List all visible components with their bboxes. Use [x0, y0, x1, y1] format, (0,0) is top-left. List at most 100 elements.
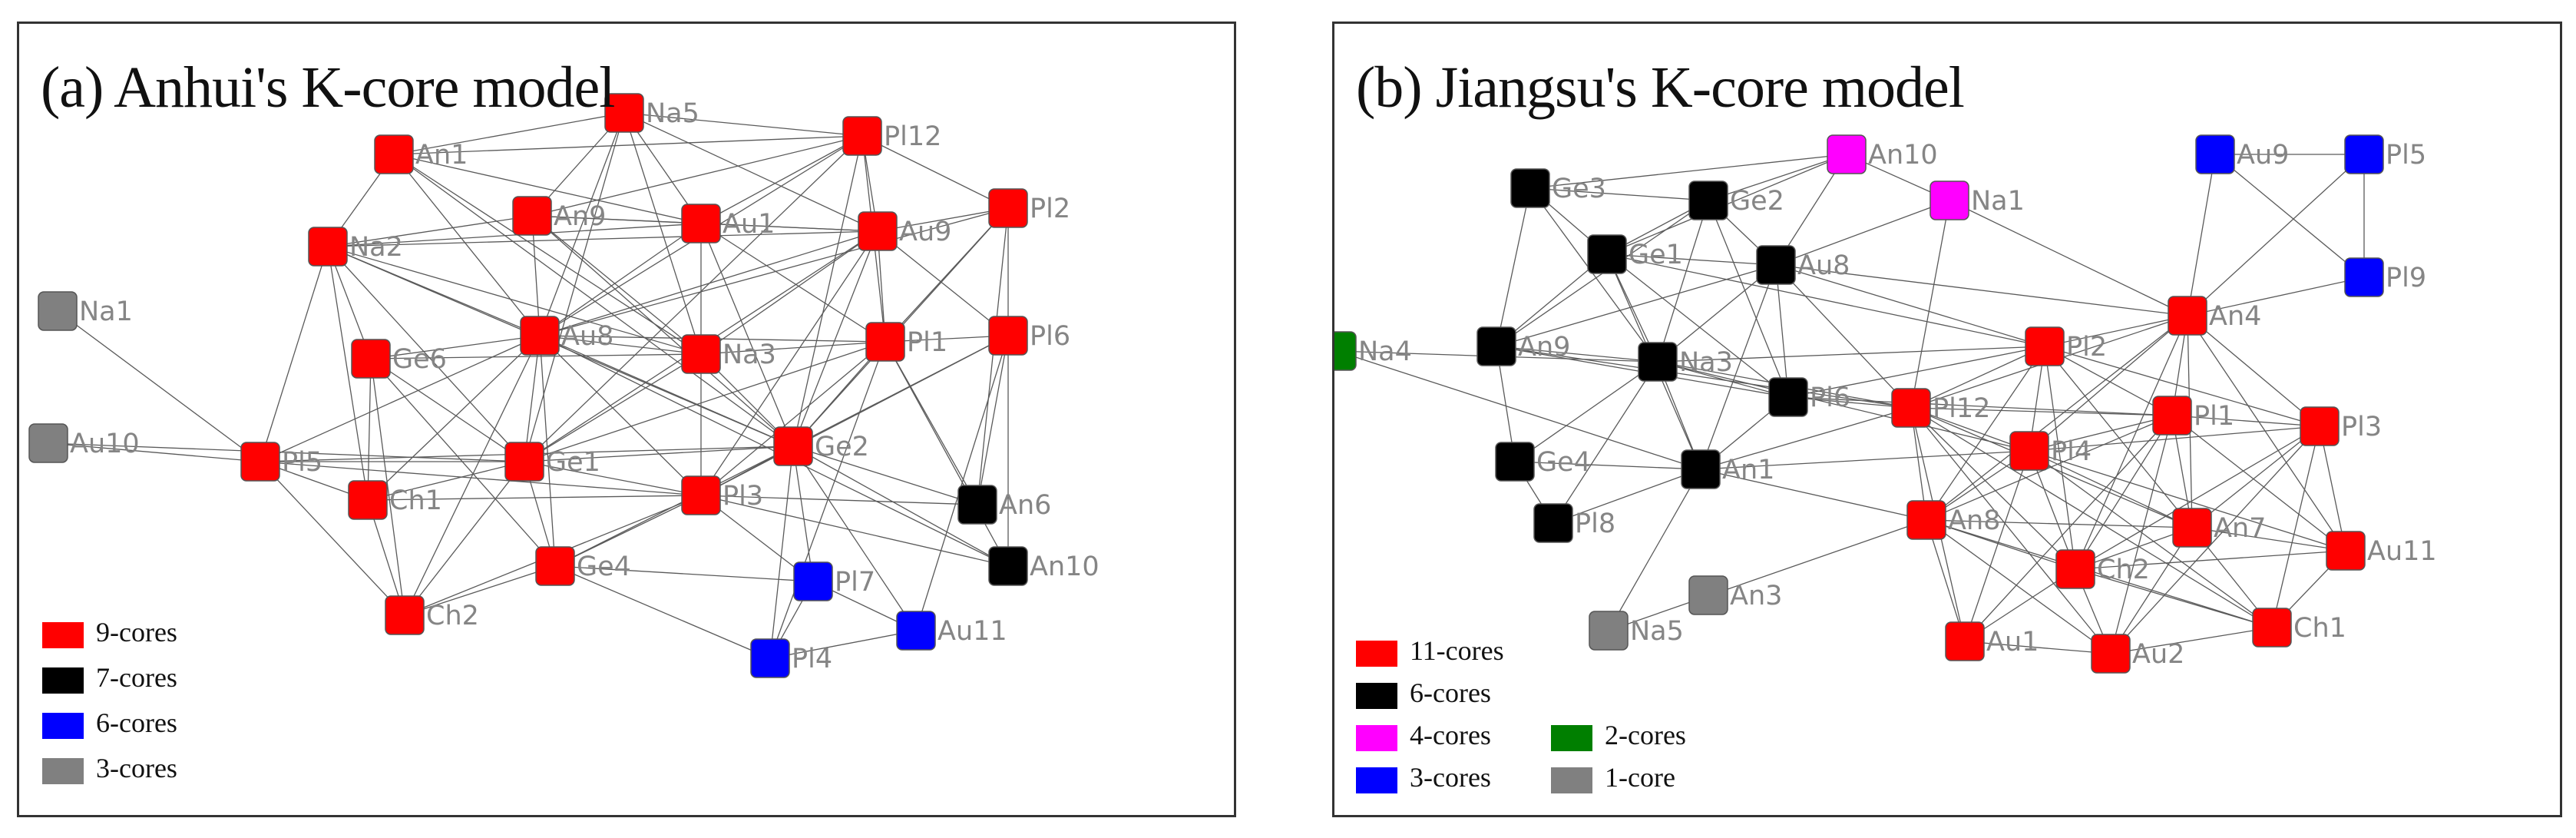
network-edge	[2075, 568, 2273, 628]
node-label: Au11	[2367, 536, 2437, 567]
node-label: Ge6	[392, 344, 447, 375]
legend-swatch	[1356, 640, 1397, 667]
node-square	[38, 291, 78, 331]
network-edge	[2271, 426, 2320, 628]
node-square	[681, 475, 721, 515]
network-edge	[531, 215, 702, 355]
network-edge	[1529, 187, 1658, 363]
network-edge	[792, 135, 863, 447]
node-square	[1587, 234, 1627, 274]
network-edge	[1708, 200, 1789, 398]
legend-label: 6-cores	[96, 707, 177, 738]
network-edge	[1606, 253, 2045, 347]
node-label: An1	[1722, 455, 1774, 485]
network-edge	[539, 335, 702, 355]
network-edge	[1553, 361, 1658, 524]
network-node: An3	[1688, 575, 1782, 615]
node-label: Pl6	[1030, 321, 1070, 352]
network-edge	[2319, 426, 2346, 551]
network-node: An6	[957, 485, 1051, 525]
network-edge	[393, 154, 794, 447]
network-edge	[2044, 346, 2320, 427]
network-edge	[1700, 450, 2030, 470]
network-edge	[2075, 550, 2346, 570]
network-node: Pl9	[2344, 257, 2426, 297]
network-edge	[524, 335, 541, 462]
node-square	[1756, 245, 1796, 285]
network-edge	[700, 341, 886, 496]
node-square	[750, 638, 790, 678]
network-edge	[370, 358, 525, 462]
node-label: Ch1	[2293, 613, 2346, 644]
node-label: Pl12	[884, 121, 941, 152]
network-edge	[700, 230, 878, 496]
legend-item: 6-cores	[42, 707, 177, 739]
network-edge	[260, 335, 541, 462]
network-edge	[1700, 407, 1912, 470]
network-node: Na2	[308, 227, 403, 267]
node-square	[957, 485, 997, 525]
node-square	[1476, 326, 1516, 366]
node-square	[1688, 181, 1728, 220]
network-node: Au1	[1945, 621, 2039, 661]
network-edge	[393, 154, 702, 224]
edges	[48, 112, 1009, 659]
node-label: An10	[1868, 140, 1938, 171]
network-edge	[700, 341, 886, 355]
network-node: Ge4	[1495, 442, 1591, 482]
node-label: An8	[1948, 505, 2000, 536]
network-edge	[370, 358, 556, 567]
network-edge	[1700, 469, 1927, 521]
network-edge	[877, 230, 1009, 336]
network-edge	[1657, 264, 1777, 363]
node-square	[351, 339, 391, 379]
network-edge	[1775, 264, 2188, 316]
legend-swatch	[1356, 767, 1397, 793]
legend-swatch	[1356, 682, 1397, 709]
legend-label: 3-cores	[1410, 762, 1491, 793]
network-edge	[2075, 415, 2173, 570]
network-edge	[554, 565, 771, 659]
network-edge	[393, 112, 625, 155]
network-edge	[370, 353, 702, 359]
node-label: Au1	[1986, 627, 2039, 657]
network-edge	[404, 461, 525, 616]
node-square	[604, 93, 644, 133]
network-edge	[539, 230, 878, 336]
network-node: Ge4	[535, 546, 631, 586]
network-node: Ch1	[348, 480, 442, 520]
node-square	[520, 316, 560, 356]
network-edge	[2075, 426, 2320, 570]
network-node: Au8	[520, 316, 613, 356]
network-node: Ge1	[1587, 234, 1683, 274]
legend-label: 9-cores	[96, 617, 177, 648]
node-square	[988, 546, 1028, 586]
node-square	[896, 611, 936, 651]
network-edge	[915, 335, 1009, 631]
network-edge	[700, 495, 978, 505]
network-edge	[1553, 469, 1701, 524]
network-edge	[861, 135, 1009, 209]
node-label: Au9	[2237, 140, 2289, 171]
network-edge	[1775, 264, 1789, 398]
network-edge	[2029, 315, 2188, 452]
network-edge	[1926, 315, 2188, 521]
network-node: Au1	[681, 204, 775, 243]
node-label: Na2	[349, 232, 403, 263]
node-label: Pl12	[1933, 393, 1990, 424]
node-square	[2091, 634, 2131, 674]
node-label: Ge1	[546, 447, 600, 478]
node-label: Au8	[561, 321, 613, 352]
network-edge	[327, 223, 702, 247]
node-square	[988, 188, 1028, 228]
network-node: Au11	[2326, 531, 2437, 571]
network-edge	[1708, 154, 1847, 201]
legend-item: 4-cores	[1356, 720, 1491, 751]
network-edge	[327, 215, 533, 247]
legend-label: 3-cores	[96, 753, 177, 783]
legend-swatch	[1356, 724, 1397, 751]
network-node: Pl12	[1891, 388, 1990, 428]
legend-label: 7-cores	[96, 662, 177, 693]
